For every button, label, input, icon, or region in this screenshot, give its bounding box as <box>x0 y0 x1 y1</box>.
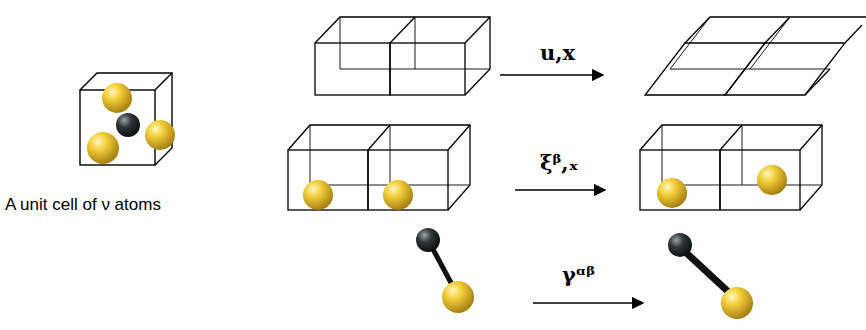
arrow <box>500 74 603 75</box>
atom <box>416 228 440 252</box>
bond <box>680 247 735 298</box>
caption-label: A unit cell of ν atoms <box>5 195 161 215</box>
symbol-label: γᵅᵝ <box>562 262 595 287</box>
symbol-label: ξᵝ,ₓ <box>540 150 579 175</box>
cells <box>640 125 822 210</box>
cells <box>315 17 490 95</box>
atom <box>87 132 119 164</box>
atom <box>442 281 474 313</box>
atom <box>383 180 413 210</box>
atom <box>145 120 175 150</box>
unit-cell <box>80 73 172 165</box>
atom <box>757 165 787 195</box>
atom <box>116 113 140 137</box>
atom <box>303 180 333 210</box>
arrow <box>515 189 605 190</box>
atom <box>657 178 687 208</box>
cells <box>288 125 470 210</box>
atom <box>102 83 132 113</box>
sheared-cells <box>645 17 866 95</box>
atom <box>668 233 692 257</box>
atom <box>721 287 753 319</box>
arrow <box>533 302 643 303</box>
symbol-label: u,x <box>540 40 575 65</box>
